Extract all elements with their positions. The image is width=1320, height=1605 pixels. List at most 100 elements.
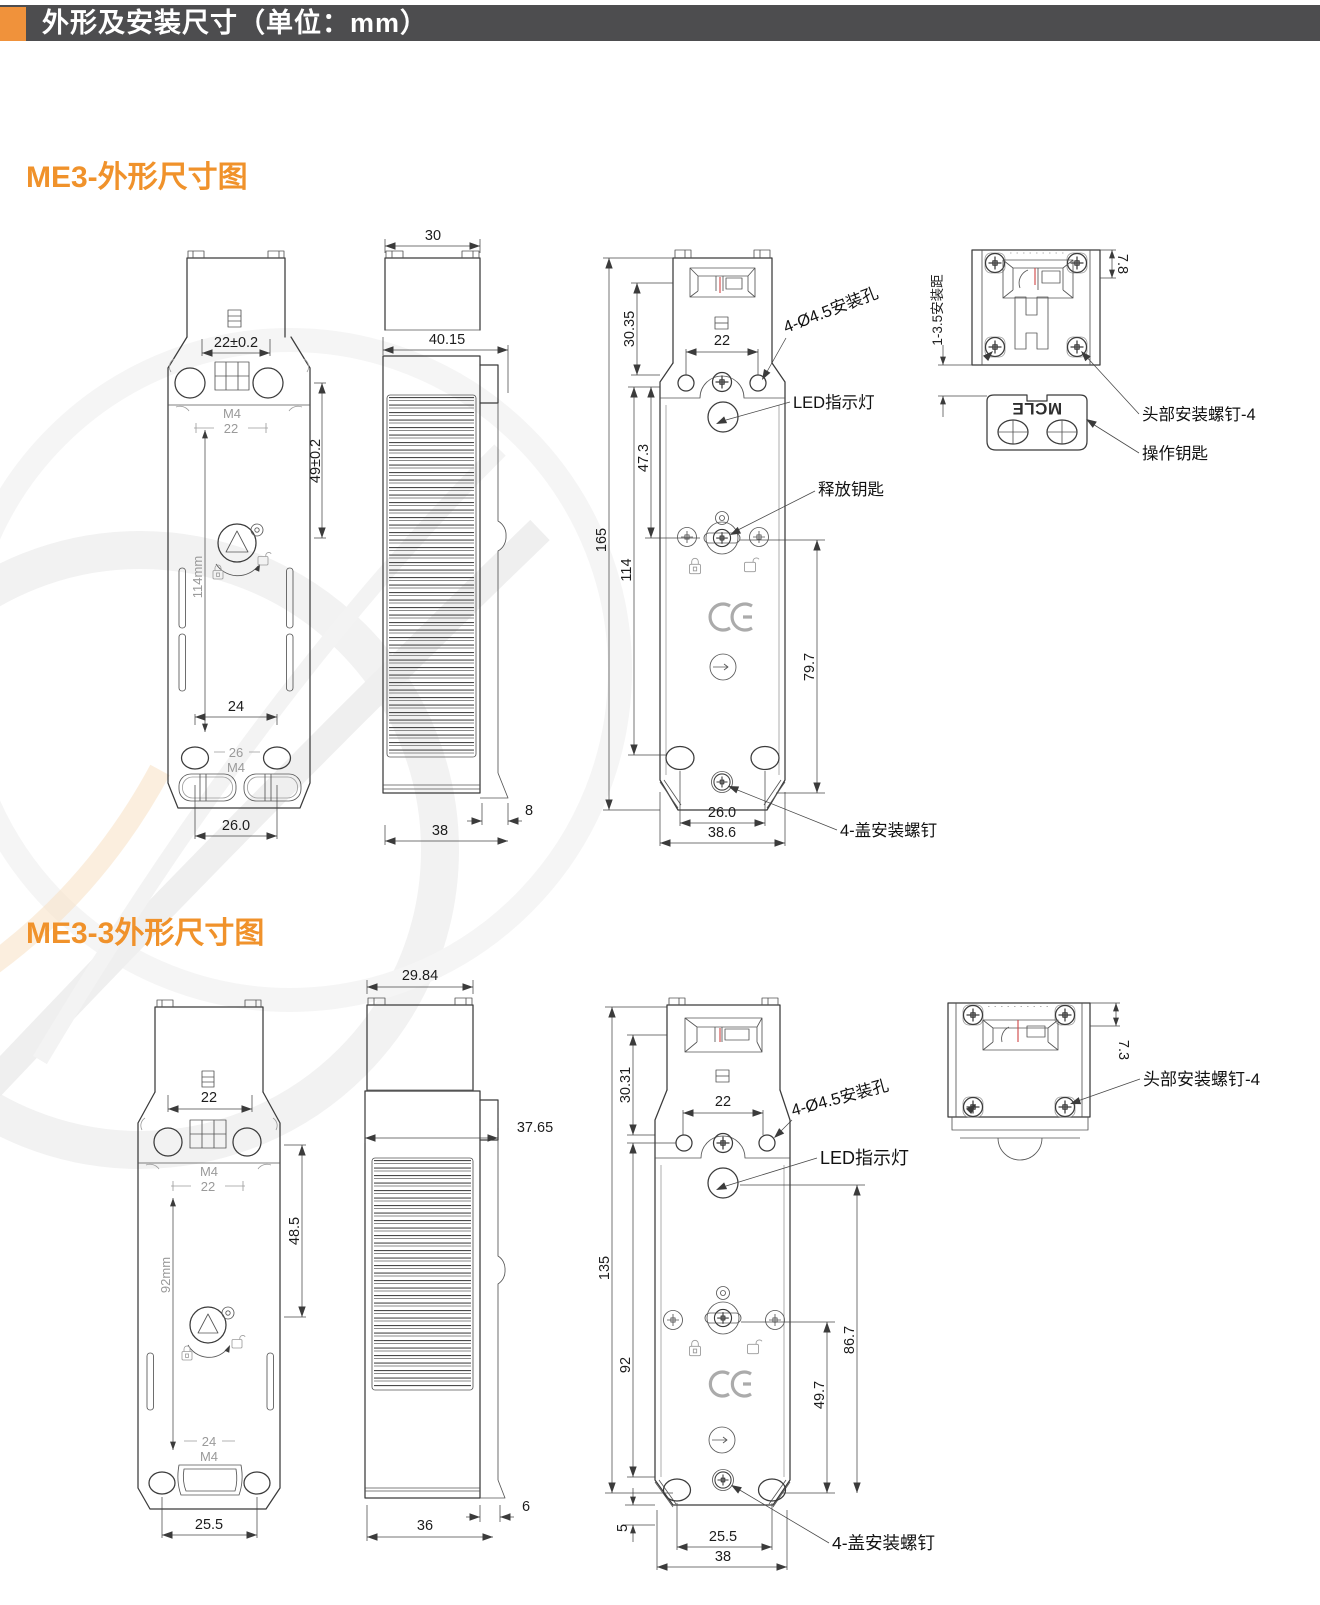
label-mounting-holes: 4-Ø4.5安装孔 — [758, 283, 881, 382]
side-slots — [178, 567, 294, 692]
dim-3035: 30.35 — [622, 282, 673, 376]
svg-text:24: 24 — [202, 1434, 216, 1449]
dim-485: 48.5 — [284, 1144, 306, 1318]
svg-text:24: 24 — [228, 699, 244, 715]
label-cover-screws: 4-盖安装螺钉 — [729, 1481, 935, 1553]
label-head-screws: 头部安装螺钉-4 — [965, 1070, 1260, 1115]
svg-text:30: 30 — [425, 228, 441, 244]
svg-text:26: 26 — [229, 745, 243, 760]
dim-30: 30 — [384, 228, 481, 253]
body — [137, 1091, 281, 1510]
section2-title: ME3-3外形尺寸图 — [26, 917, 265, 950]
dim-386: 38.6 — [659, 792, 786, 847]
section1-title: ME3-外形尺寸图 — [26, 161, 248, 194]
dim-24: 24 — [194, 699, 278, 725]
svg-text:36: 36 — [417, 1518, 433, 1534]
release-key-mechanism — [663, 1286, 785, 1357]
svg-text:40.15: 40.15 — [429, 332, 465, 348]
page-title: 外形及安装尺寸（单位：mm） — [42, 8, 429, 38]
emboss-26-m4: 26 M4 — [214, 745, 260, 775]
svg-text:38.6: 38.6 — [708, 825, 736, 841]
svg-text:26.0: 26.0 — [222, 818, 250, 834]
svg-text:4-Ø4.5安装孔: 4-Ø4.5安装孔 — [789, 1076, 890, 1120]
svg-text:22: 22 — [714, 333, 730, 349]
svg-text:5: 5 — [615, 1524, 631, 1532]
emboss-22: 22 — [171, 1179, 245, 1194]
operation-key: MCLE — [986, 394, 1088, 451]
dim-255: 25.5 — [161, 1497, 258, 1539]
label-led: LED指示灯 — [820, 1148, 909, 1168]
svg-text:25.5: 25.5 — [709, 1529, 737, 1545]
svg-text:165: 165 — [594, 528, 610, 552]
svg-text:22: 22 — [715, 1094, 731, 1110]
me3-top-view: 7.8 1-3.5安装距 MCLE 头部安装螺钉-4 操作钥匙 — [930, 249, 1256, 463]
head-top — [971, 249, 1101, 366]
dim-8: 8 — [467, 803, 533, 825]
head — [672, 249, 773, 364]
dim-22: 22 — [682, 1094, 764, 1135]
dim-497: 49.7 — [741, 1321, 835, 1494]
svg-text:26.0: 26.0 — [708, 805, 736, 821]
svg-text:92: 92 — [618, 1357, 634, 1373]
dim-3031: 30.31 — [618, 1034, 667, 1136]
dim-49: 49±0.2 — [308, 382, 326, 539]
body — [654, 1089, 791, 1508]
me33-side-view: 29.84 37.65 6 36 — [364, 968, 553, 1541]
svg-text:30.35: 30.35 — [622, 311, 638, 347]
svg-text:25.5: 25.5 — [195, 1517, 223, 1533]
svg-text:8: 8 — [525, 803, 533, 819]
emboss-length: 114mm — [190, 430, 208, 732]
body — [364, 1090, 506, 1499]
emboss-24-m4: 24 M4 — [184, 1434, 235, 1464]
head — [186, 250, 286, 338]
dim-49-02: 49±0.2 — [308, 439, 324, 483]
brand-logo: MCLE — [1012, 399, 1062, 418]
dim-165: 165 — [594, 257, 673, 811]
label-cover-screws: 4-盖安装螺钉 — [726, 782, 937, 840]
lock-selector — [212, 523, 272, 580]
me33-top-view: 7.3 头部安装螺钉-4 — [947, 1002, 1260, 1161]
dim-width-top: 22±0.2 — [201, 335, 271, 357]
me3-front-view: 22±0.2 M4 22 49±0.2 114mm 24 — [167, 250, 326, 840]
label-mounting-holes: 4-Ø4.5安装孔 — [771, 1076, 891, 1141]
svg-text:1-3.5安装距: 1-3.5安装距 — [930, 274, 945, 345]
dim-36: 36 — [366, 1505, 493, 1541]
svg-text:79.7: 79.7 — [802, 653, 818, 681]
head — [384, 250, 481, 331]
release-key-mechanism — [677, 511, 769, 575]
dim-135: 135 — [597, 1006, 673, 1494]
emboss-22: 22 — [194, 421, 268, 436]
dim-22-02: 22±0.2 — [214, 335, 258, 351]
dim-mount-distance: 1-3.5安装距 — [930, 274, 987, 417]
svg-text:头部安装螺钉-4: 头部安装螺钉-4 — [1143, 1070, 1260, 1089]
svg-text:38: 38 — [432, 823, 448, 839]
body — [167, 336, 311, 809]
bottom-ears — [148, 1464, 271, 1496]
dim-26: 26.0 — [194, 785, 278, 840]
head — [366, 997, 474, 1091]
dim-2984: 29.84 — [366, 968, 474, 994]
svg-text:114: 114 — [619, 558, 635, 581]
dim-255: 25.5 — [676, 1503, 773, 1551]
head-top — [947, 1002, 1091, 1161]
svg-text:7.8: 7.8 — [1114, 254, 1130, 274]
body — [382, 355, 509, 799]
label-release-key: 释放钥匙 — [728, 480, 884, 539]
svg-text:操作钥匙: 操作钥匙 — [1142, 444, 1208, 463]
bottom-ears — [178, 746, 302, 802]
svg-text:30.31: 30.31 — [618, 1067, 634, 1103]
label-operation-key: 操作钥匙 — [1083, 415, 1208, 463]
svg-text:22: 22 — [201, 1090, 217, 1106]
svg-text:头部安装螺钉-4: 头部安装螺钉-4 — [1142, 405, 1256, 424]
me33-front-view: 22 M4 22 48.5 92mm 24 M4 — [137, 999, 306, 1539]
svg-text:47.3: 47.3 — [636, 444, 652, 472]
svg-text:37.65: 37.65 — [517, 1120, 553, 1136]
ce-mark — [708, 1370, 752, 1398]
svg-text:114mm: 114mm — [190, 556, 205, 598]
led-indicator: LED指示灯 — [707, 393, 875, 433]
dim-38: 38 — [656, 1510, 788, 1571]
bottom-fasteners — [662, 1469, 787, 1502]
me3-back-view: 165 30.35 22 4-Ø4.5安装孔 LED指示灯 — [594, 249, 937, 847]
svg-text:M4: M4 — [200, 1449, 218, 1464]
dim-6: 6 — [466, 1499, 530, 1522]
